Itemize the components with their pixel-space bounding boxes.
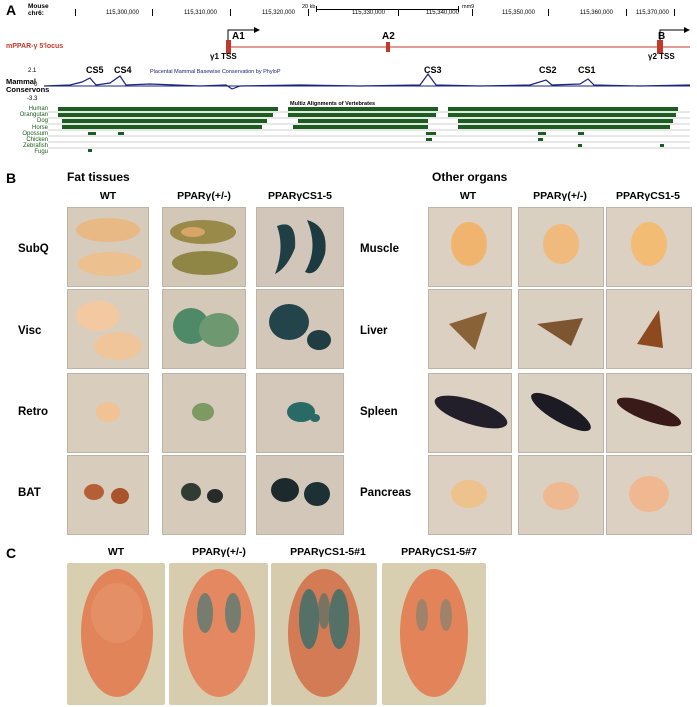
species-label: Chicken — [26, 137, 48, 144]
panel-a-letter: A — [6, 2, 17, 18]
phylop-track — [43, 72, 691, 90]
phylop-title: Placental Mammal Basewise Conservation b… — [150, 69, 281, 75]
multiz-title: Multiz Alignments of Vertebrates — [290, 101, 376, 107]
cs2-label: CS2 — [539, 65, 557, 75]
coord-label: 115,370,000 — [636, 10, 669, 16]
exon-label-a1: A1 — [232, 31, 245, 42]
embryo-cs1 — [271, 563, 377, 705]
yaxis-zero: 0 — [34, 82, 38, 88]
photo-muscle-cs — [606, 207, 692, 287]
photo-bat-wt — [67, 455, 149, 535]
embryo-het — [169, 563, 268, 705]
exon-a1 — [226, 40, 231, 54]
photo-bat-het — [162, 455, 246, 535]
species-label: Mouse chr6: — [28, 3, 49, 17]
scale-bar-line — [316, 9, 458, 10]
species-label: Zebrafish — [22, 143, 48, 150]
species-label: Orangutan — [19, 112, 48, 119]
cs4-label: CS4 — [114, 65, 132, 75]
embryo-wt — [67, 563, 165, 705]
coord-label: 115,310,000 — [184, 10, 217, 16]
row-muscle: Muscle — [360, 243, 399, 255]
photo-spleen-cs — [606, 373, 692, 453]
photo-subq-wt — [67, 207, 149, 287]
photo-pancreas-het — [518, 455, 604, 535]
photo-muscle-wt — [428, 207, 512, 287]
exon-label-a2: A2 — [382, 31, 395, 42]
photo-subq-het — [162, 207, 246, 287]
fat-tissues-title: Fat tissues — [67, 170, 130, 184]
coord-label: 115,340,000 — [426, 10, 459, 16]
exon-b — [657, 40, 663, 54]
photo-liver-het — [518, 289, 604, 369]
coord-label: 115,300,000 — [106, 10, 139, 16]
locus-diagram — [226, 27, 690, 54]
species-label: Opossum — [22, 130, 48, 137]
photo-pancreas-cs — [606, 455, 692, 535]
tss1-arrow — [227, 29, 258, 40]
row-visc: Visc — [18, 325, 42, 337]
yaxis-min: -3.3 — [27, 96, 38, 102]
yaxis-max: 2.1 — [28, 68, 37, 74]
photo-spleen-het — [518, 373, 604, 453]
embryo-col-het: PPARγ(+/-) — [192, 546, 246, 558]
photo-liver-wt — [428, 289, 512, 369]
photo-retro-cs — [256, 373, 344, 453]
row-retro: Retro — [18, 406, 49, 418]
row-spleen: Spleen — [360, 406, 398, 418]
photo-visc-wt — [67, 289, 149, 369]
species-labels: Human Orangutan Dog Horse Opossum Chicke… — [4, 106, 48, 156]
organ-col-wt: WT — [459, 190, 477, 202]
mammal-label: Mammal Conservons — [6, 77, 50, 94]
photo-liver-cs — [606, 289, 692, 369]
photo-muscle-het — [518, 207, 604, 287]
locus-label: mPPAR-γ 5'locus — [6, 43, 64, 50]
exon-label-b: B — [658, 31, 666, 42]
photo-retro-wt — [67, 373, 149, 453]
row-pancreas: Pancreas — [360, 487, 412, 499]
row-subq: SubQ — [18, 243, 49, 255]
cs3-label: CS3 — [424, 65, 442, 75]
photo-spleen-wt — [428, 373, 512, 453]
photo-pancreas-wt — [428, 455, 512, 535]
row-liver: Liver — [360, 325, 388, 337]
multiz-alignment — [48, 107, 690, 152]
row-bat: BAT — [18, 487, 41, 499]
species-label: Horse — [31, 124, 48, 131]
species-label: Human — [28, 106, 48, 112]
panel-b-letter: B — [6, 170, 17, 186]
coord-label: 115,350,000 — [502, 10, 535, 16]
embryo-col-cs7: PPARγCS1-5#7 — [401, 546, 477, 558]
organ-col-cs: PPARγCS1-5 — [616, 190, 680, 202]
exon-a2 — [386, 42, 390, 52]
cs5-label: CS5 — [86, 65, 104, 75]
coord-label: 115,360,000 — [580, 10, 613, 16]
scale-bar: 20 kb — [302, 4, 316, 10]
fat-col-cs: PPARγCS1-5 — [268, 190, 332, 202]
embryo-col-wt: WT — [107, 546, 125, 558]
photo-visc-het — [162, 289, 246, 369]
fat-col-het: PPARγ(+/-) — [177, 190, 231, 202]
coordinate-ruler: 115,300,000 115,310,000 115,320,000 115,… — [70, 9, 680, 20]
assembly-label: mm9 — [462, 4, 475, 10]
fat-col-wt: WT — [99, 190, 117, 202]
photo-retro-het — [162, 373, 246, 453]
photo-visc-cs — [256, 289, 344, 369]
panel-c-letter: C — [6, 545, 17, 561]
cs1-label: CS1 — [578, 65, 596, 75]
tss1-label: γ1 TSS — [210, 52, 237, 61]
species-label: Fugu — [34, 149, 48, 156]
embryo-col-cs1: PPARγCS1-5#1 — [290, 546, 366, 558]
organ-col-het: PPARγ(+/-) — [533, 190, 587, 202]
coord-label: 115,330,000 — [352, 10, 385, 16]
embryo-cs7 — [382, 563, 486, 705]
photo-bat-cs — [256, 455, 344, 535]
coord-label: 115,320,000 — [262, 10, 295, 16]
photo-subq-cs — [256, 207, 344, 287]
other-organs-title: Other organs — [432, 170, 508, 184]
species-label: Dog — [36, 118, 48, 125]
tss2-arrow — [659, 29, 688, 40]
tss2-label: γ2 TSS — [648, 52, 675, 61]
